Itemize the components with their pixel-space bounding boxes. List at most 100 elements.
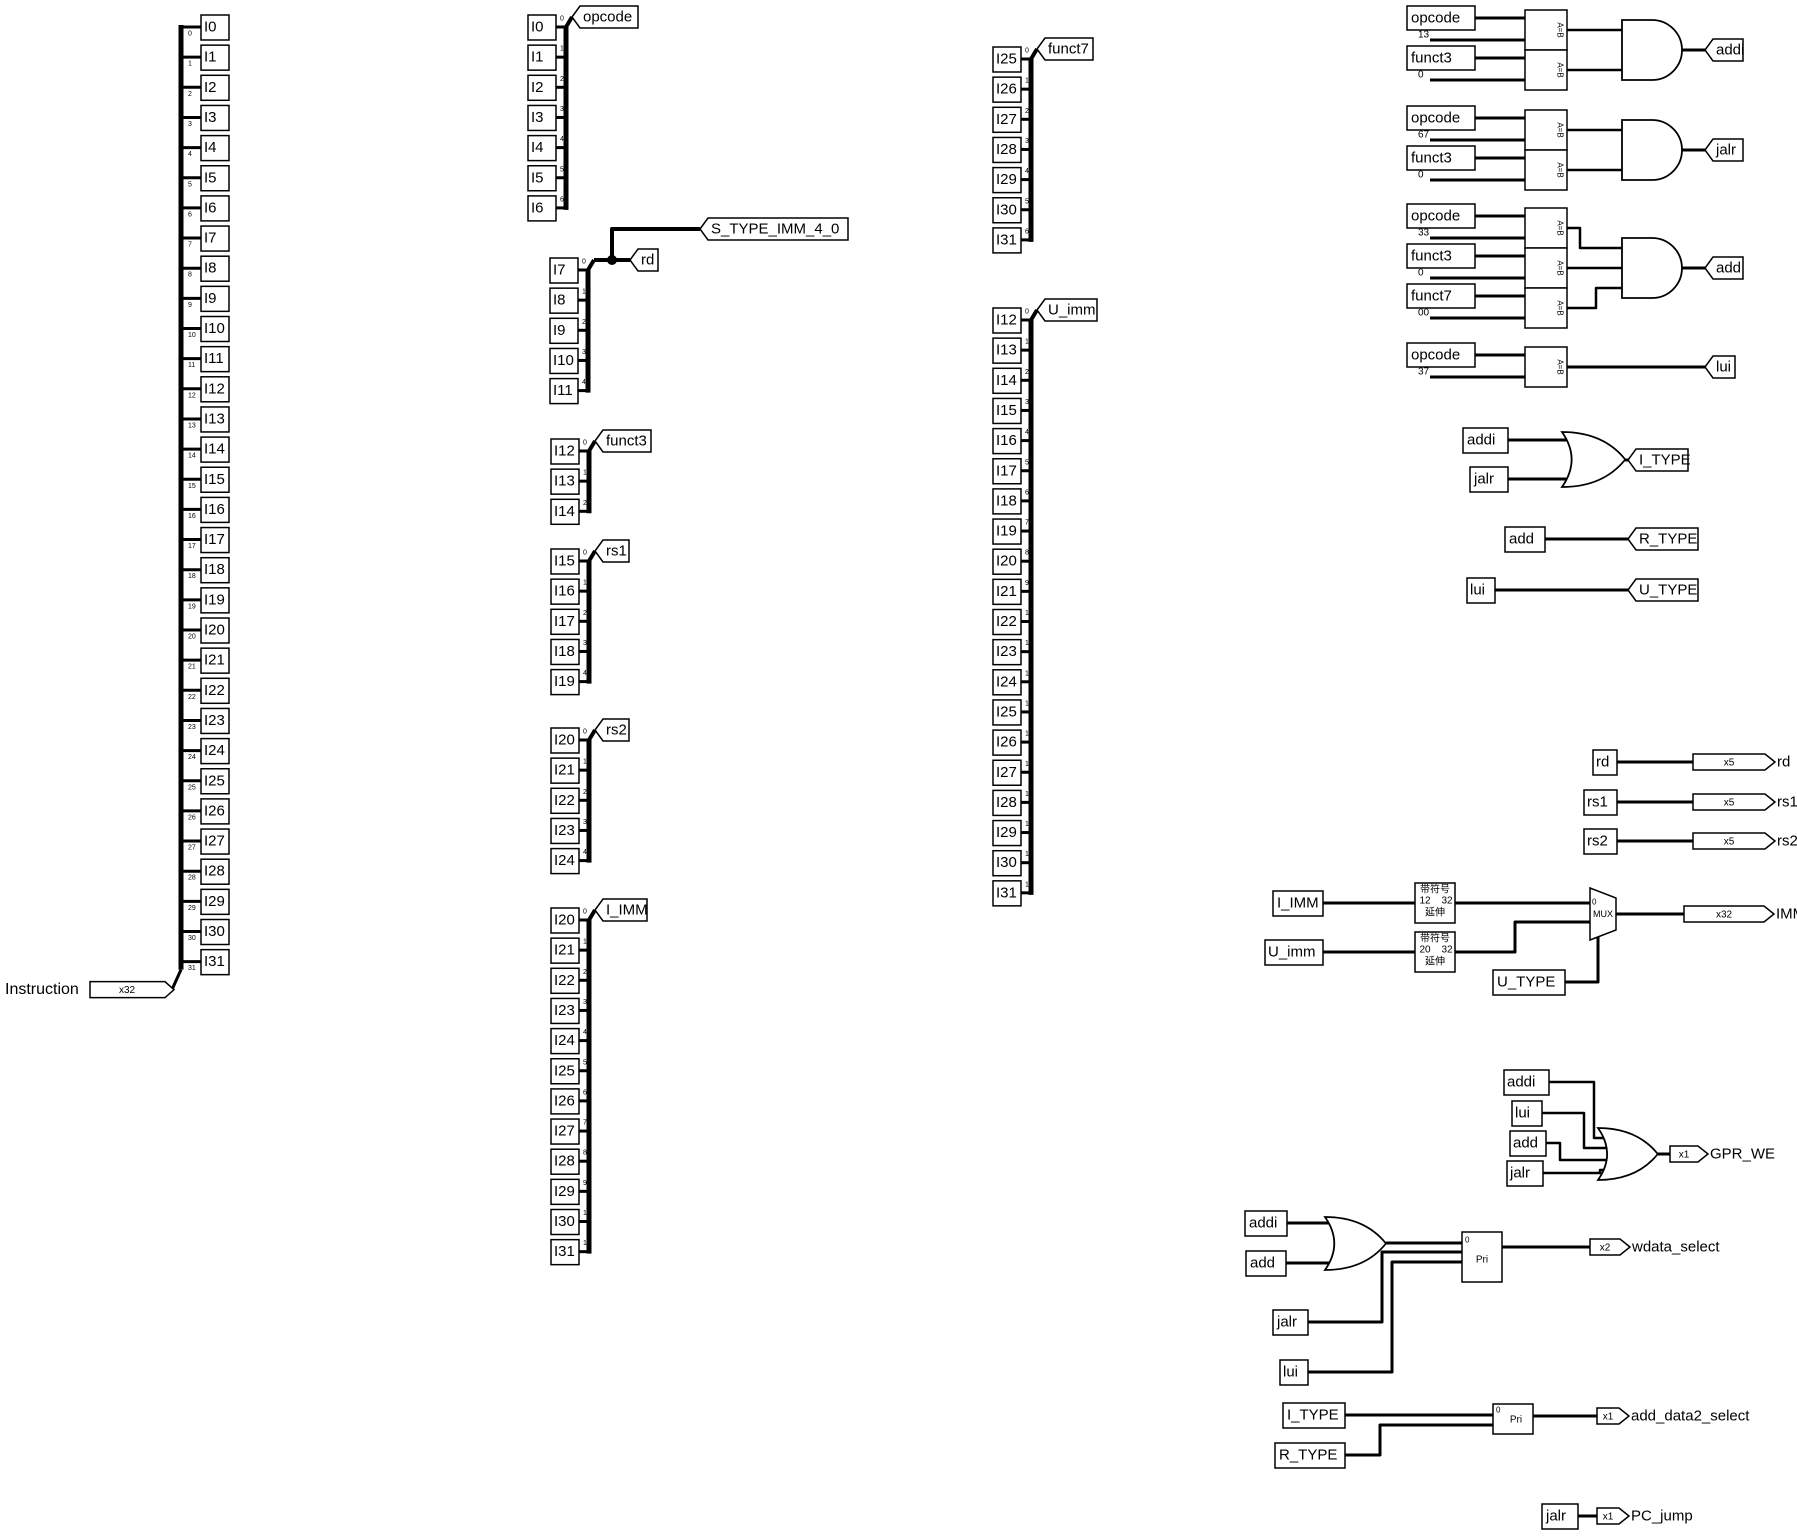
field-input-box bbox=[550, 937, 580, 964]
pc-input-label: jalr bbox=[1545, 1508, 1566, 1525]
wire bbox=[1543, 1168, 1606, 1175]
tunnel-label: addi bbox=[1716, 42, 1744, 59]
bit-index: 4 bbox=[188, 151, 192, 158]
junction-dot bbox=[607, 255, 617, 265]
tunnel-box bbox=[1272, 890, 1324, 917]
field-input-box bbox=[992, 106, 1022, 134]
bit-index: 10 bbox=[188, 332, 196, 339]
bit-index: 17 bbox=[188, 543, 196, 550]
bit-index: 18 bbox=[188, 573, 196, 580]
field-input-box bbox=[550, 1088, 580, 1115]
decoder-tunnel-label: funct3 bbox=[1411, 150, 1452, 167]
type-input: addi bbox=[1467, 432, 1495, 449]
i-type-tunnel: I_TYPE bbox=[1627, 448, 1691, 472]
field-tunnel-rs2: rs2 bbox=[594, 718, 630, 742]
bit-tunnel-label: I22 bbox=[204, 682, 225, 699]
field-input-box bbox=[550, 817, 580, 845]
comparator-box bbox=[1524, 109, 1568, 151]
decoder-tunnel-label: funct7 bbox=[1411, 288, 1452, 305]
field-out-wire bbox=[1029, 308, 1039, 322]
bit-index: 9 bbox=[583, 1180, 587, 1187]
mux-select-label: U_TYPE bbox=[1497, 974, 1555, 991]
decoder-tunnel-label: opcode bbox=[1411, 208, 1460, 225]
field-input-box bbox=[550, 727, 580, 754]
bit-index: 9 bbox=[188, 302, 192, 309]
field-input-label: I20 bbox=[554, 912, 575, 929]
tunnel-shape bbox=[571, 5, 639, 29]
field-input-box bbox=[550, 1148, 580, 1175]
priority-encoder-wdata bbox=[1461, 1231, 1503, 1283]
pin-width: x1 bbox=[1603, 1512, 1614, 1523]
bit-index: 0 bbox=[583, 909, 587, 916]
field-input-box bbox=[992, 759, 1022, 786]
tunnel-shape bbox=[1704, 355, 1736, 379]
instruction-pin[interactable] bbox=[89, 980, 176, 999]
tunnel-label: I_TYPE bbox=[1639, 452, 1691, 469]
bit-tunnel-box bbox=[200, 376, 230, 403]
bit-tunnel-label: I30 bbox=[204, 923, 225, 940]
field-input-box bbox=[550, 907, 580, 934]
tunnel-box bbox=[1504, 526, 1546, 553]
field-input-label: I4 bbox=[531, 139, 544, 156]
bit-index: 4 bbox=[583, 1029, 587, 1036]
tunnel-box bbox=[1511, 1100, 1543, 1127]
field-input-box bbox=[992, 397, 1022, 425]
tunnel-shape bbox=[1627, 527, 1699, 551]
field-input-box bbox=[550, 438, 580, 465]
field-input-label: I24 bbox=[554, 1032, 575, 1049]
field-input-label: I25 bbox=[996, 703, 1017, 720]
pri-label: Pri bbox=[1510, 1415, 1522, 1426]
field-input-label: I21 bbox=[996, 583, 1017, 600]
tunnel-label: U_imm bbox=[1048, 302, 1096, 319]
field-input-box bbox=[549, 287, 579, 314]
bit-index: 8 bbox=[583, 1150, 587, 1157]
comparator-label: A=B bbox=[1556, 220, 1565, 235]
bit-tunnel-box bbox=[200, 195, 230, 222]
bit-tunnel-label: I13 bbox=[204, 410, 225, 427]
bit-index: 24 bbox=[188, 754, 196, 761]
bit-tunnel-label: I19 bbox=[204, 591, 225, 608]
bit-index: 3 bbox=[582, 349, 586, 356]
bit-tunnel-label: I0 bbox=[204, 19, 217, 36]
extender-text: 12 bbox=[1419, 896, 1431, 907]
wire bbox=[1455, 920, 1590, 954]
field-out-wire bbox=[587, 549, 597, 563]
tunnel-shape bbox=[594, 539, 630, 563]
pin-label: rs1 bbox=[1777, 794, 1797, 811]
bit-index: 4 bbox=[583, 849, 587, 856]
field-input-label: I30 bbox=[554, 1213, 575, 1230]
decoder-tunnel-box bbox=[1406, 203, 1476, 229]
bit-index: 0 bbox=[188, 31, 192, 38]
pin-width: x1 bbox=[1603, 1412, 1614, 1423]
bit-index: 6 bbox=[1025, 489, 1029, 496]
bit-tunnel-label: I3 bbox=[204, 109, 217, 126]
bit-tunnel-box bbox=[200, 798, 230, 825]
tunnel-shape bbox=[1704, 38, 1744, 62]
pri-label: Pri bbox=[1476, 1255, 1488, 1266]
decoder-tunnel-box bbox=[1406, 5, 1476, 31]
pin-width: x32 bbox=[1716, 910, 1733, 921]
field-input-label: I29 bbox=[996, 171, 1017, 188]
decoder-constant: 13 bbox=[1418, 30, 1430, 41]
bit-index: 9 bbox=[1025, 580, 1029, 587]
field-out-wire bbox=[564, 15, 574, 29]
bit-index: 14 bbox=[188, 453, 196, 460]
field-input-label: I20 bbox=[996, 553, 1017, 570]
field-out-wire bbox=[586, 258, 596, 272]
instruction-bus bbox=[170, 969, 183, 991]
reg-tunnel-label: rs2 bbox=[1587, 833, 1608, 850]
reg-tunnel-label: rd bbox=[1596, 754, 1609, 771]
comparator-add-opcode: A=B bbox=[1524, 207, 1568, 249]
extender-text: 32 bbox=[1441, 896, 1453, 907]
bit-tunnel-label: I5 bbox=[204, 169, 217, 186]
bit-tunnel-box bbox=[200, 858, 230, 885]
gpr-input-label: jalr bbox=[1509, 1165, 1530, 1182]
bit-tunnel-box bbox=[200, 44, 230, 71]
pin-width: x5 bbox=[1724, 837, 1735, 848]
mux-input-label: U_imm bbox=[1268, 944, 1316, 961]
bit-index: 0 bbox=[1025, 48, 1029, 55]
bit-index: 25 bbox=[188, 784, 196, 791]
field-input-box bbox=[992, 46, 1022, 73]
field-input-box bbox=[527, 104, 557, 132]
